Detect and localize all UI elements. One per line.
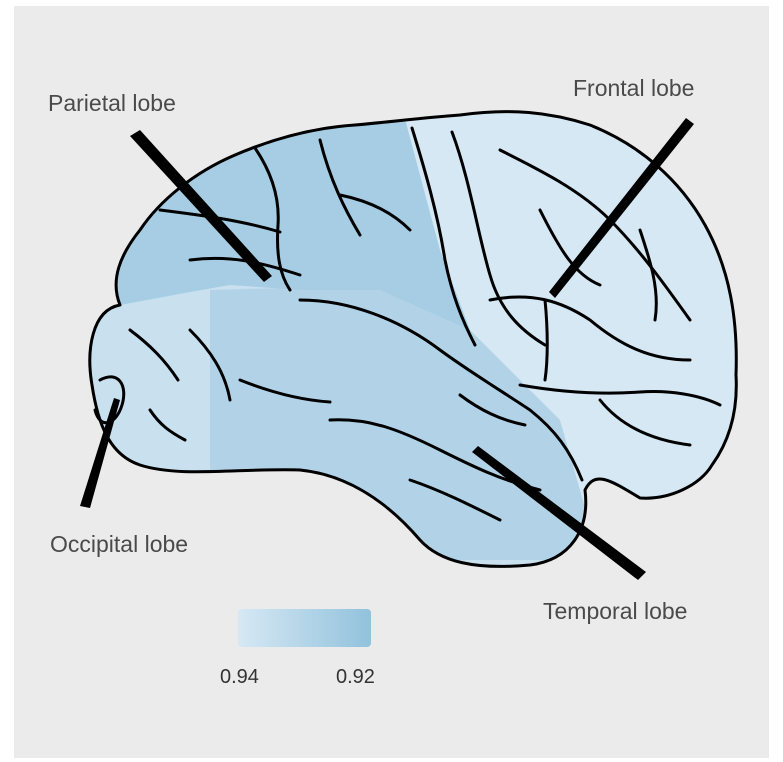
occipital-lobe-label: Occipital lobe: [50, 533, 188, 556]
temporal-lobe-label: Temporal lobe: [543, 600, 687, 623]
frontal-lobe-label: Frontal lobe: [573, 77, 694, 100]
color-scale-legend: [238, 609, 371, 647]
legend-min-label: 0.94: [220, 666, 259, 689]
legend-max-label: 0.92: [336, 666, 375, 689]
parietal-lobe-label: Parietal lobe: [48, 92, 176, 115]
